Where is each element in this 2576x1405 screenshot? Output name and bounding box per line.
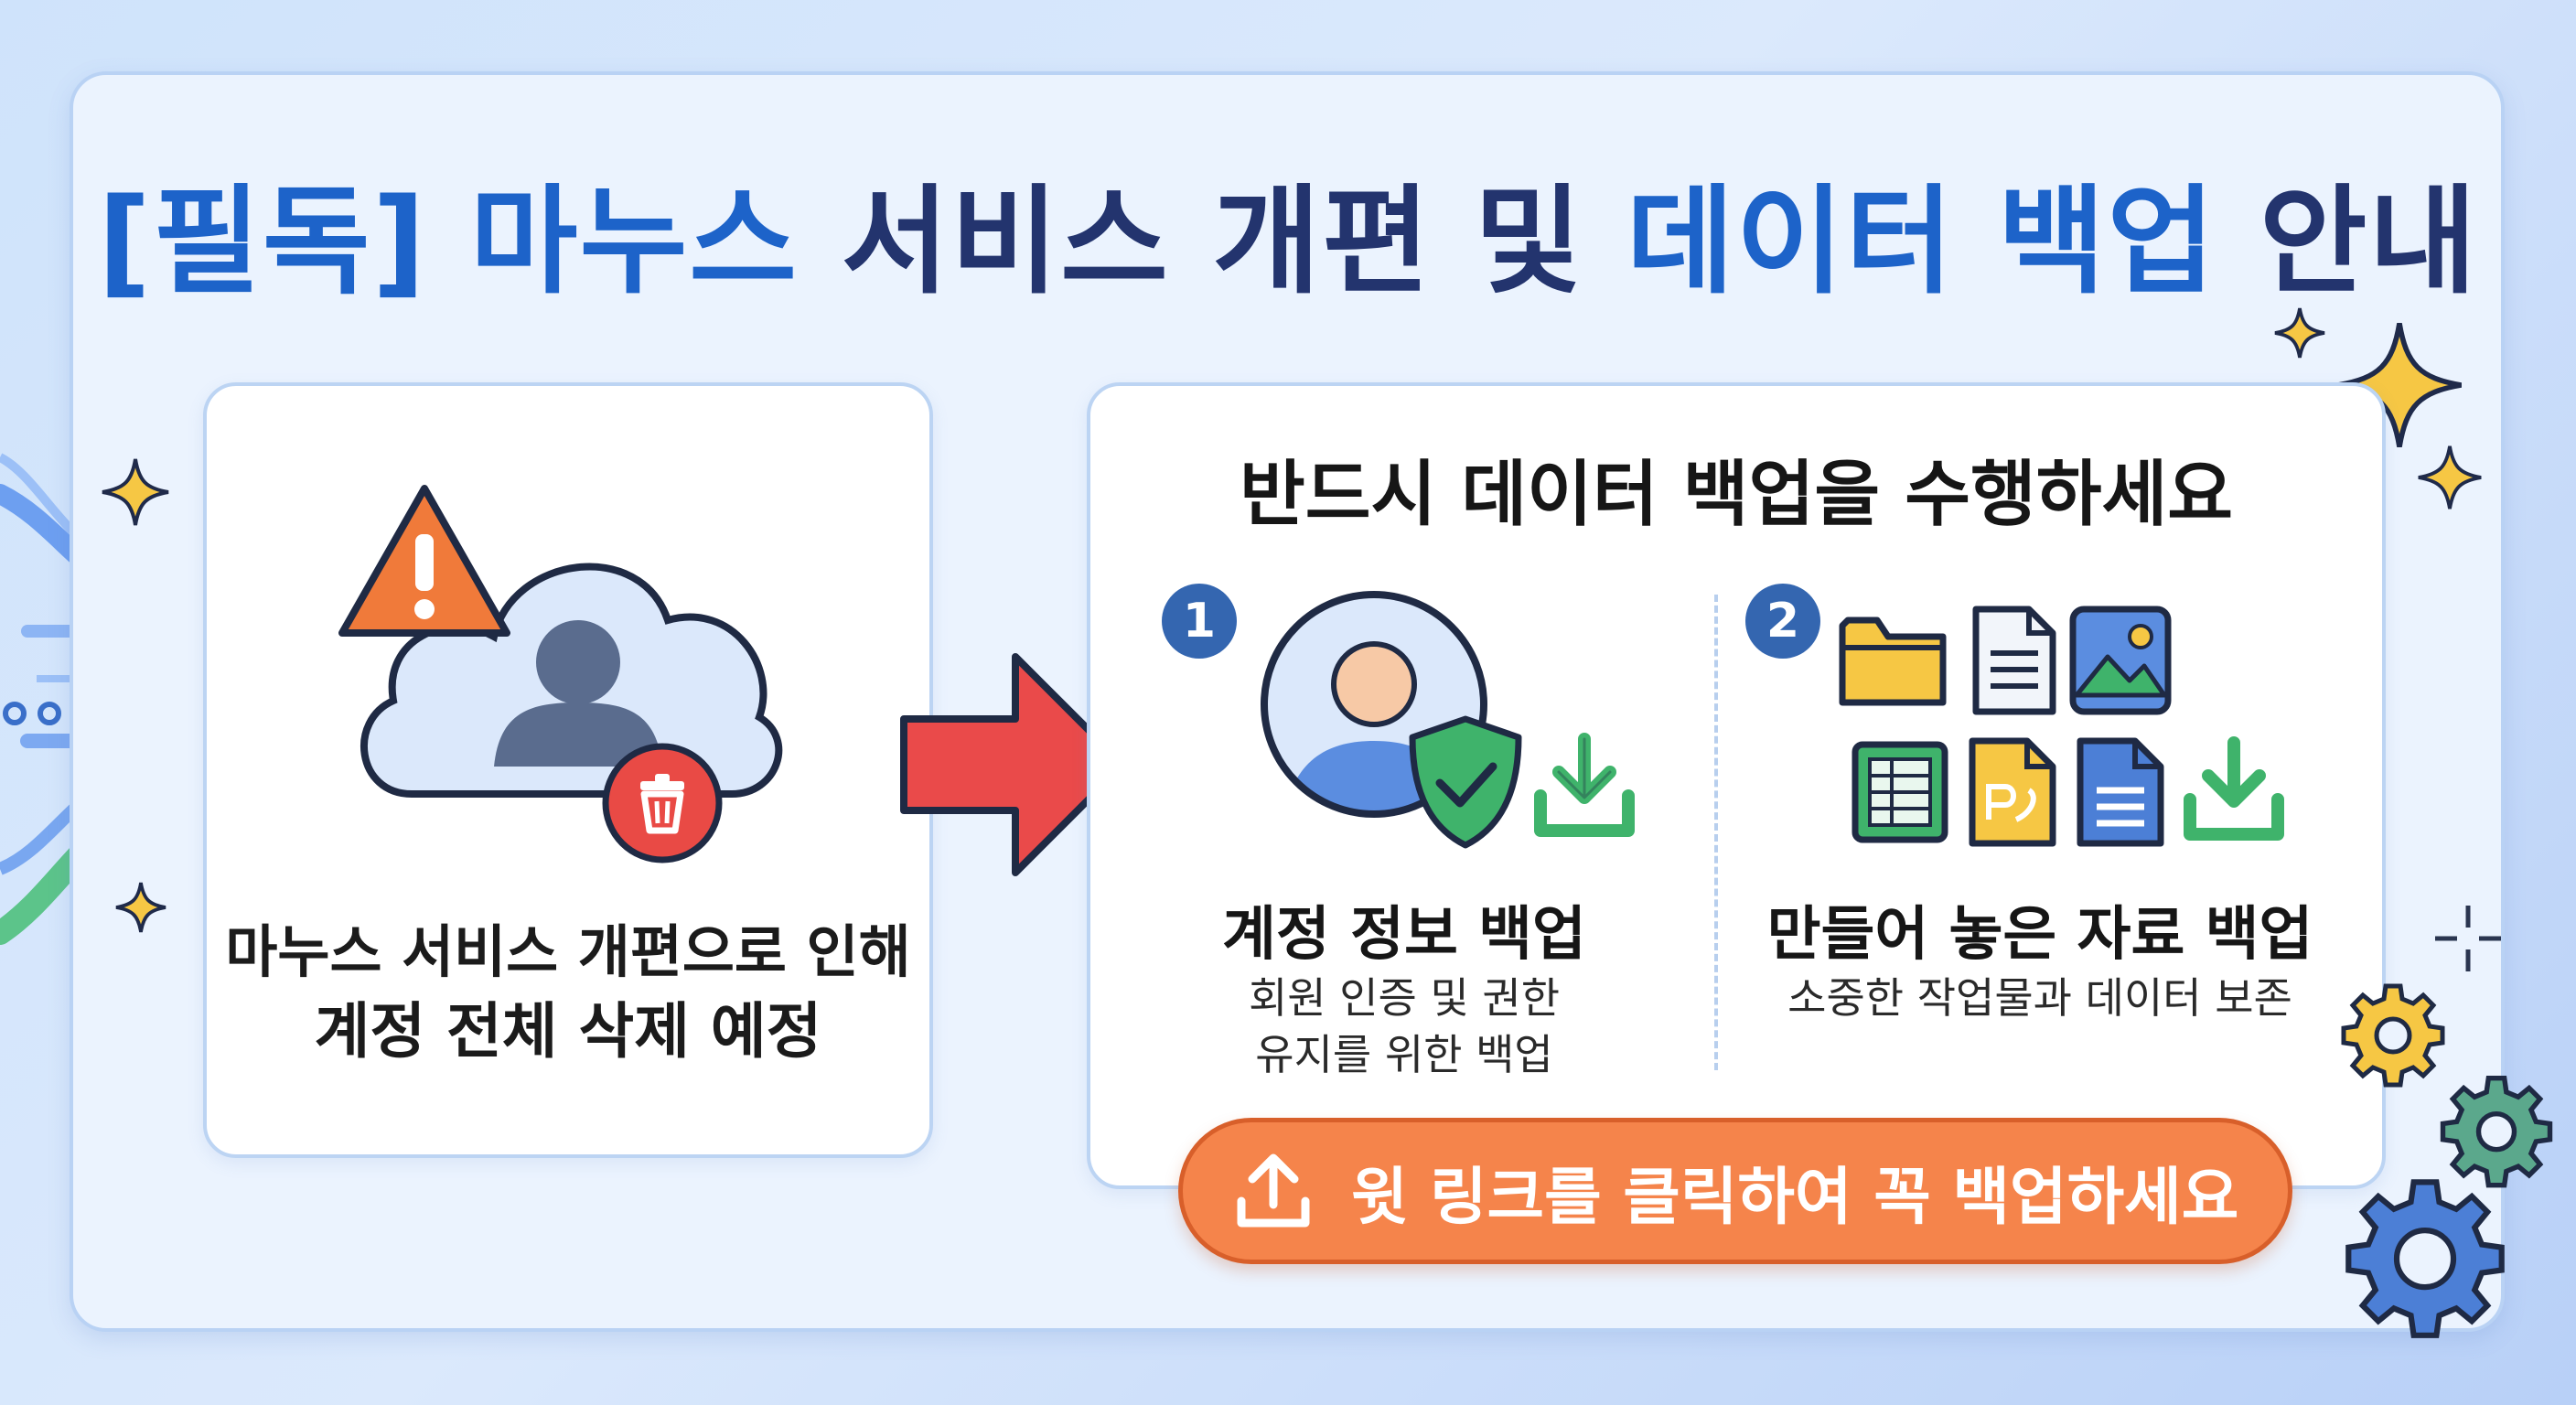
text-document-icon bbox=[2077, 737, 2164, 847]
title-brand: 마누스 bbox=[469, 174, 800, 310]
arrow-right-icon bbox=[900, 653, 1127, 876]
sparkle-icon bbox=[102, 458, 169, 526]
step-1-badge: 1 bbox=[1162, 584, 1237, 659]
title-backup: 백업 bbox=[1997, 174, 2217, 310]
download-icon bbox=[1534, 733, 1635, 837]
step-2-desc-line-1: 소중한 작업물과 데이터 보존 bbox=[1787, 973, 2292, 1023]
title-data: 데이터 bbox=[1626, 174, 1956, 310]
section-divider bbox=[1714, 595, 1718, 1070]
warning-line-1: 마누스 서비스 개편으로 인해 bbox=[225, 918, 911, 985]
warning-icon bbox=[338, 485, 510, 637]
gear-icon bbox=[2345, 1179, 2505, 1338]
trash-icon bbox=[602, 743, 723, 863]
step-1-title: 계정 정보 백업 bbox=[1222, 901, 1586, 969]
title-tag: [필독] bbox=[97, 174, 428, 310]
folder-icon bbox=[1839, 617, 1947, 706]
shield-check-icon bbox=[1409, 715, 1522, 849]
step-1-desc-line-2: 유지를 위한 백업 bbox=[1255, 1030, 1553, 1079]
document-icon bbox=[1972, 606, 2056, 715]
page-title: [필독] 마누스 서비스 개편 및 데이터 백업 안내 bbox=[0, 146, 2576, 316]
backup-cta-label: 윗 링크를 클릭하여 꼭 백업하세요 bbox=[1350, 1161, 2239, 1234]
pdf-icon bbox=[1969, 737, 2056, 847]
gear-icon bbox=[2440, 1075, 2553, 1188]
image-icon bbox=[2069, 606, 2172, 715]
gear-icon bbox=[2341, 983, 2445, 1088]
title-end: 안내 bbox=[2259, 174, 2479, 310]
spreadsheet-icon bbox=[1852, 741, 1948, 843]
sparkle-icon bbox=[2418, 445, 2482, 509]
warning-line-2: 계정 전체 삭제 예정 bbox=[314, 996, 822, 1067]
cloud-account-icon bbox=[360, 563, 783, 798]
upload-icon bbox=[1237, 1153, 1310, 1228]
backup-cta-button[interactable]: 윗 링크를 클릭하여 꼭 백업하세요 bbox=[1178, 1118, 2292, 1264]
backup-heading: 반드시 데이터 백업을 수행하세요 bbox=[1239, 454, 2234, 536]
sparkle-icon bbox=[2337, 323, 2462, 447]
step-2-title: 만들어 놓은 자료 백업 bbox=[1766, 901, 2313, 969]
step-2-badge: 2 bbox=[1745, 584, 1820, 659]
sparkle-icon bbox=[115, 882, 166, 933]
download-icon bbox=[2184, 736, 2284, 841]
title-middle: 서비스 개편 및 bbox=[841, 174, 1584, 310]
step-1-desc-line-1: 회원 인증 및 권한 bbox=[1248, 973, 1561, 1023]
crosshair-decoration bbox=[2435, 906, 2501, 971]
sparkle-icon bbox=[2274, 307, 2325, 359]
